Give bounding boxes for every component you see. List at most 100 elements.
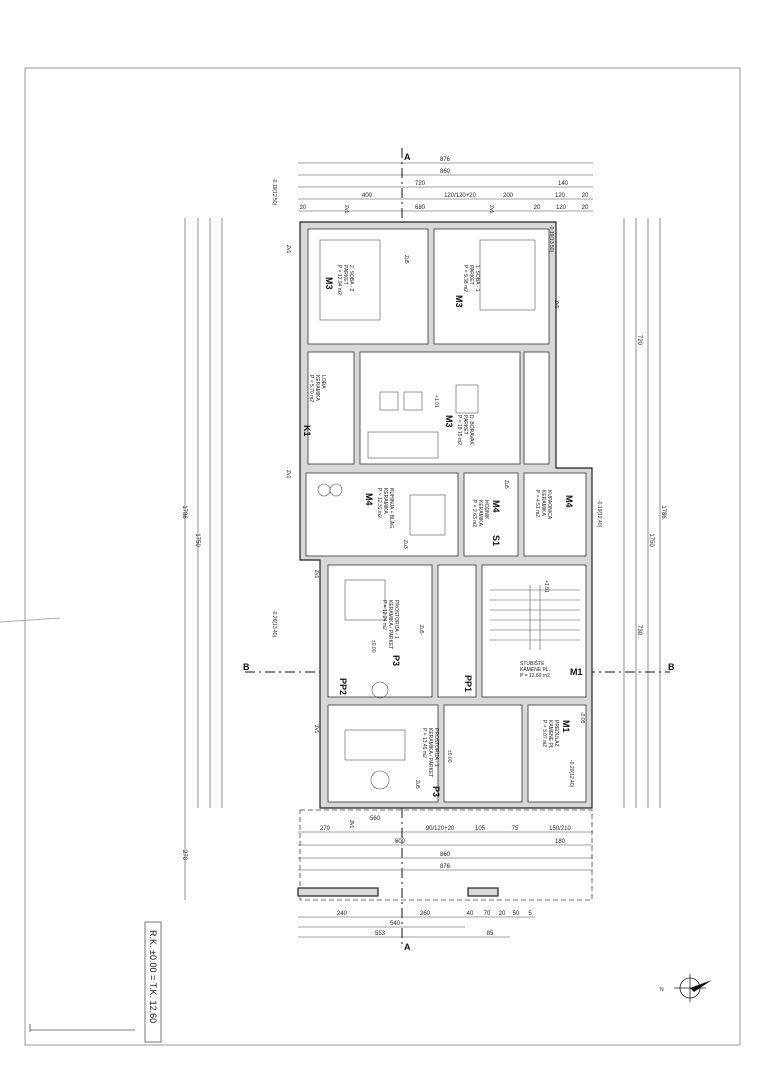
furniture [317,239,536,790]
sheet-border [24,67,741,1046]
dim-label: 876 [440,157,451,163]
wall-tag: Zu5 [418,625,424,634]
room-label-predulaz: PREDULAZ KAMENE PL. P = 3.07 m2 M1 [541,720,571,750]
dim-label: 270 [181,850,187,861]
section-mark-a: A [404,152,411,162]
dim-label: 720 [636,335,642,346]
tags: PP1 PP2 S1 Zv1 Zv1 Zv1 Zv1 Zv1 Zv1 Zv1 Z… [271,178,602,829]
dim-label: 240 [337,911,348,917]
svg-text:KUPAONICA: KUPAONICA [546,490,552,520]
svg-text:PARKET: PARKET [462,415,468,435]
dim-label: 20 [499,911,506,917]
dim-label: 20 [582,193,589,199]
room-label-prostorija-1b: PROSTORIJA - 1 KERAMIKA / PARKET P = 13.… [421,728,441,797]
section-line-a: A A [401,148,411,952]
room-label-soba-2: 2. SOBA - 2 PARKET P = 12.94 m2 M3 [324,265,354,295]
dim-label: 70 [484,911,491,917]
svg-text:M1: M1 [570,667,583,677]
svg-text:KERAMIKA: KERAMIKA [314,375,320,402]
north-label: N [660,987,664,993]
wall-tag: Zv1 [343,205,349,214]
svg-text:P = 2.63 m2: P = 2.63 m2 [471,500,477,527]
room-wc-a [437,564,477,698]
room-prostorija-1b [327,704,439,803]
dim-label: 90/120+20 [426,826,455,832]
svg-text:KERAMIKA: KERAMIKA [382,488,388,515]
dim-label: 120 [556,205,567,211]
dim-label: 120/120+20 [444,193,477,199]
fold-mark [0,617,61,623]
level-mark: ±0.00 [370,640,376,653]
wall-tag: Zv1 [553,300,559,309]
wall-tag: Zv1 [488,205,494,214]
room-label-prostorija-1a: PROSTORIJA - 1 KERAMIKA / PARKET P = 12.… [381,600,401,666]
dim-label: 200 [503,193,514,199]
svg-text:P = 18.15 m2: P = 18.15 m2 [456,415,462,445]
svg-text:P = 5.70 m2: P = 5.70 m2 [308,375,314,402]
svg-text:M4: M4 [491,500,501,513]
bottom-dimensions: 240 260 40 70 20 50 5 540 553 85 [298,911,535,938]
dim-label: 140 [558,181,569,187]
level-mark: ±0.00 [446,750,452,763]
dim-label: 600 [395,839,406,845]
room-lodja [307,351,355,465]
room-soba-2 [307,228,429,345]
north-arrow-icon: N [660,974,712,1002]
dim-label: 876 [440,864,451,870]
dim-label: 730 [636,625,642,636]
terrace-outline [297,809,593,901]
svg-text:KUHINJA + BLAG.: KUHINJA + BLAG. [388,488,394,530]
dim-label: 75 [512,826,519,832]
room-label-stubiste: STUBIŠTE KAMENE PL. P = 12.60 m2 M1 [520,660,583,679]
dim-label: 1786 [181,505,187,519]
room-label-lodja: LOĐA KERAMIKA P = 5.70 m2 K1 [302,375,326,437]
building-walls [299,221,593,809]
svg-text:PROSTORIJA - 1: PROSTORIJA - 1 [393,600,399,639]
dim-label: 680 [415,205,426,211]
svg-text:M3: M3 [454,295,464,308]
svg-text:PARKET: PARKET [342,265,348,285]
section-mark-b: B [243,662,250,672]
room-hodnik [463,472,519,557]
wall-tag: Zv1 [285,245,291,254]
room-label-kuhinja: KUHINJA + BLAG. KERAMIKA P = 12.31 m2 M4 [364,488,394,530]
dim-label: 1786 [660,505,666,519]
room-label-hodnik: HODNIK KERAMIKA P = 2.63 m2 M4 [471,500,501,527]
svg-text:KERAMIKA / PARKET: KERAMIKA / PARKET [387,600,393,649]
dim-label: 120 [555,193,566,199]
svg-text:PROSTORIJA - 1: PROSTORIJA - 1 [433,728,439,767]
wall-tag: Zu5 [403,255,409,264]
door-tag: PP2 [338,678,348,695]
room-kupaonica [523,472,587,557]
svg-text:P = 3.07 m2: P = 3.07 m2 [541,720,547,747]
room-label-soba-1: 1. SOBA - 1 PARKET P = 9.38 m2 M3 [454,265,480,308]
svg-text:M1: M1 [561,720,571,733]
svg-text:M4: M4 [564,495,574,508]
dim-label: 540 [390,921,401,927]
svg-text:2. SOBA - 2: 2. SOBA - 2 [348,265,354,292]
room-labels: 2. SOBA - 2 PARKET P = 12.94 m2 M3 1. SO… [302,265,583,797]
room-wc-upper [523,351,550,465]
svg-text:P = 12.94 m2: P = 12.94 m2 [336,265,342,295]
dim-label: 20 [582,205,589,211]
wall-tag: Zv1 [313,570,319,579]
dim-label: 20 [300,205,307,211]
svg-text:PARKET: PARKET [468,265,474,285]
wall-tag: Zu5 [503,480,509,489]
svg-text:K1: K1 [302,425,312,437]
wall-tag: Zu5 [414,780,420,789]
wall-tag: Zv1 [285,470,291,479]
scale-bar [29,1024,135,1032]
svg-text:P3: P3 [391,655,401,666]
room-dnevni-boravak [359,351,521,465]
section-mark-b: B [668,662,675,672]
svg-text:M3: M3 [324,277,334,290]
svg-text:M4: M4 [364,493,374,506]
level-mark: -0.19(12.40) [596,500,602,528]
room-prostorija-1a [327,564,433,698]
svg-text:M3: M3 [444,415,454,428]
right-dimensions: 1786 1750 720 730 [623,218,666,808]
dim-label: 5 [528,911,532,917]
wall-tag: Zv1 [313,725,319,734]
